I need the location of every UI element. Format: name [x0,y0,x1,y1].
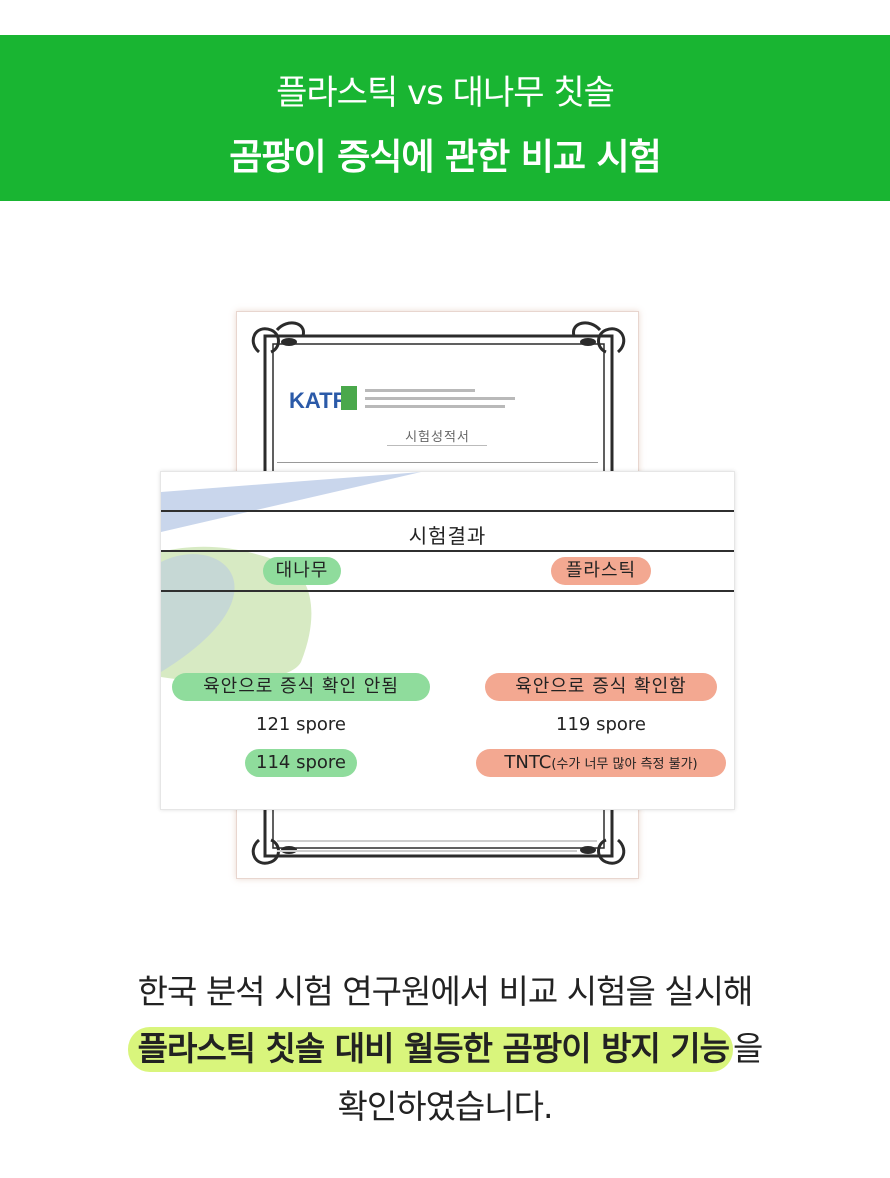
plastic-column-label: 플라스틱 [551,557,651,585]
table-rule-low [161,590,734,592]
description-highlight: 플라스틱 칫솔 대비 월등한 곰팡이 방지 기능 [127,1027,734,1072]
meta-divider [277,462,598,463]
table-rule-mid [161,550,734,552]
title-underline [387,445,487,446]
bamboo-finding: 육안으로 증식 확인 안됨 [172,673,430,701]
results-heading: 시험결과 [408,524,487,548]
description-line-2-rest: 을 [733,1029,763,1068]
org-info-line [365,405,505,408]
bamboo-count-2: 114 spore [245,749,357,777]
banner-subtitle: 플라스틱 vs 대나무 칫솔 [276,73,615,113]
description-line-3: 확인하였습니다. [337,1087,553,1126]
footnote-line [277,850,577,852]
katr-logo-text: KATR [289,388,349,413]
bamboo-count-1: 121 spore [256,714,346,735]
header-banner: 플라스틱 vs 대나무 칫솔 곰팡이 증식에 관한 비교 시험 [0,35,890,201]
test-results-card: 시험결과 대나무 플라스틱 육안으로 증식 확인 안됨 육안으로 증식 확인함 … [160,471,735,810]
description-line-1: 한국 분석 시험 연구원에서 비교 시험을 실시해 [137,972,754,1011]
table-rule-top [161,510,734,512]
bamboo-column-label: 대나무 [263,557,341,585]
org-info-line [365,389,475,392]
plastic-finding: 육안으로 증식 확인함 [485,673,717,701]
tntc-note: (수가 너무 많아 측정 불가) [551,757,698,772]
katr-logo-mark-icon [341,386,357,410]
plastic-count-1: 119 spore [556,714,646,735]
certificate-title: 시험성적서 [405,430,470,445]
footnote-line [277,840,597,842]
org-info-line [365,397,515,400]
plastic-count-2: TNTC(수가 너무 많아 측정 불가) [476,749,726,777]
banner-title: 곰팡이 증식에 관한 비교 시험 [229,137,662,178]
tntc-label: TNTC [504,752,552,773]
